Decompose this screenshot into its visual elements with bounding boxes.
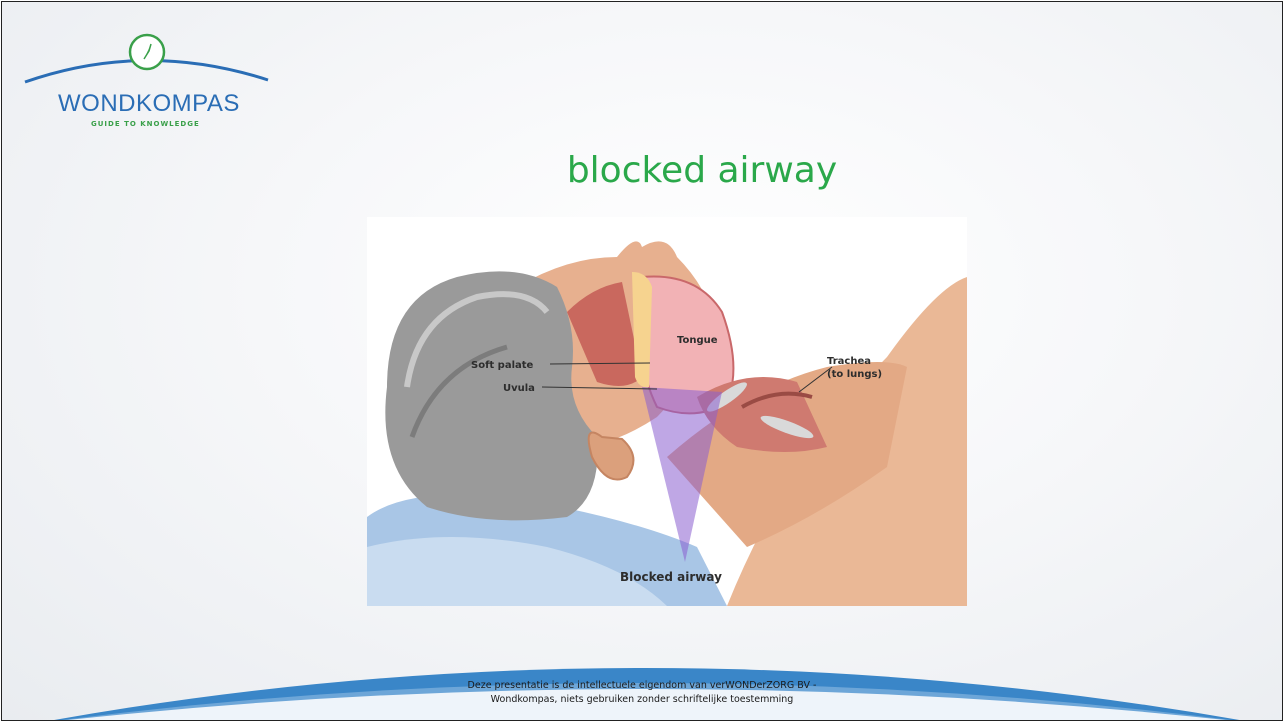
compass-icon [132,37,162,67]
hair [385,271,597,520]
logo-tagline: GUIDE TO KNOWLEDGE [91,120,200,128]
label-tongue: Tongue [677,335,718,346]
copyright-line-2: Wondkompas, niets gebruiken zonder schri… [382,693,902,707]
logo-name: WONDKOMPAS [58,90,240,118]
soft-palate [632,272,652,387]
slide-title: blocked airway [462,150,942,191]
label-blocked-airway: Blocked airway [620,570,722,584]
label-soft-palate: Soft palate [471,360,534,371]
label-uvula: Uvula [503,383,535,394]
airway-illustration: Tongue Soft palate Uvula Trachea (to lun… [367,217,967,606]
copyright-notice: Deze presentatie is de intellectuele eig… [382,679,902,707]
copyright-line-1: Deze presentatie is de intellectuele eig… [382,679,902,693]
label-trachea-2: (to lungs) [827,369,882,380]
label-trachea-1: Trachea [827,356,871,367]
